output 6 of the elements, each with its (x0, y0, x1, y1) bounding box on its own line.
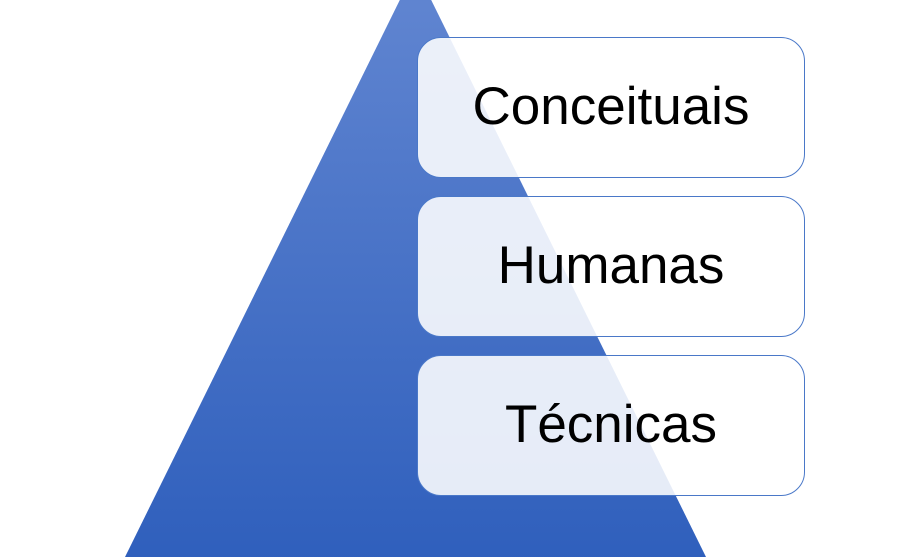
item-label: Humanas (498, 236, 724, 297)
item-label: Técnicas (504, 395, 718, 456)
rounded-card (417, 196, 805, 337)
rounded-card (417, 37, 805, 178)
rounded-card (417, 355, 805, 496)
item-label: Conceituais (472, 77, 750, 138)
